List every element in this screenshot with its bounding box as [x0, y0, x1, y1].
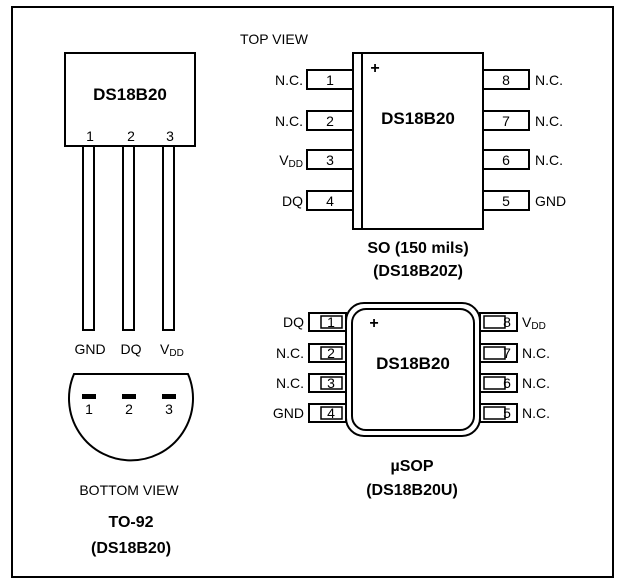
usop-pin-7-number: 7: [503, 345, 511, 361]
so-pin1-marker: +: [370, 60, 379, 77]
to92-pin-number-2: 2: [127, 128, 135, 144]
usop-pin-3-name: N.C.: [276, 375, 304, 391]
so-pin-7-number: 7: [502, 113, 510, 129]
so-pin-7-name: N.C.: [535, 113, 563, 129]
to92-package: DS18B20 1 2 3 GND DQ VDD 1 2 3 BOTTOM VI…: [64, 52, 196, 557]
so-pin-3: [306, 149, 354, 170]
to92-variant-label: (DS18B20): [91, 540, 171, 557]
so-pin-1-number: 1: [326, 72, 334, 88]
usop-pin-2-number: 2: [327, 345, 335, 361]
so-pin-8-name: N.C.: [535, 72, 563, 88]
usop-pin-1-number: 1: [327, 314, 335, 330]
so-pin-3-name: VDD: [279, 152, 303, 170]
usop-pin-5-number: 5: [503, 405, 511, 421]
usop-pin1-marker: +: [369, 315, 378, 332]
so-pin-2-name: N.C.: [275, 113, 303, 129]
usop-pin-8-number: 8: [503, 314, 511, 330]
usop-pin-3-inner: [320, 376, 343, 390]
so-part-label: DS18B20: [381, 109, 455, 128]
so-pin-6-name: N.C.: [535, 152, 563, 168]
to92-pin-name-gnd: GND: [74, 341, 105, 357]
to92-pin-number-1: 1: [86, 128, 94, 144]
to92-bottom-number-3: 3: [165, 401, 173, 417]
so-pin-5: [482, 190, 530, 211]
to92-pin-name-vdd: VDD: [160, 341, 184, 359]
usop-pin-7-name: N.C.: [522, 345, 550, 361]
usop-pin-8-name: VDD: [522, 314, 546, 332]
usop-part-label: DS18B20: [376, 354, 450, 373]
to92-bottom-number-1: 1: [85, 401, 93, 417]
so-pin-4-number: 4: [326, 193, 334, 209]
so-pin-1-name: N.C.: [275, 72, 303, 88]
usop-pin-6-inner: [483, 376, 506, 390]
to92-bottom-pad-3: [162, 394, 176, 399]
to92-bottom-pad-2: [122, 394, 136, 399]
usop-pin-5-inner: [483, 406, 506, 420]
to92-bottom-view-label: BOTTOM VIEW: [79, 482, 179, 498]
diagram-frame: [11, 6, 614, 578]
usop-pin-7-inner: [483, 346, 506, 360]
to92-package-label: TO-92: [108, 514, 153, 531]
so-pin-5-number: 5: [502, 193, 510, 209]
usop-pin-4-number: 4: [327, 405, 335, 421]
usop-pin-2-name: N.C.: [276, 345, 304, 361]
so-pin-6-number: 6: [502, 152, 510, 168]
so-pin-7: [482, 110, 530, 131]
so-package-label: SO (150 mils): [367, 240, 468, 257]
so-pin-5-name: GND: [535, 193, 566, 209]
usop-pin-6-number: 6: [503, 375, 511, 391]
to92-lead-3: [162, 145, 175, 331]
usop-pin-5-name: N.C.: [522, 405, 550, 421]
usop-pin-2-inner: [320, 346, 343, 360]
usop-package: + DS18B20 1 DQ 2 N.C. 3 N.C. 4 GND 8 VDD…: [273, 302, 550, 499]
to92-bottom-outline: [68, 373, 194, 462]
so-pin-6: [482, 149, 530, 170]
usop-pin-4-name: GND: [273, 405, 304, 421]
so-pin-4: [306, 190, 354, 211]
to92-pin-number-3: 3: [166, 128, 174, 144]
so-pin-4-name: DQ: [282, 193, 303, 209]
usop-body-inner: [351, 308, 475, 431]
to92-lead-1: [82, 145, 95, 331]
to92-bottom-number-2: 2: [125, 401, 133, 417]
so-pin-2: [306, 110, 354, 131]
so-pin-8: [482, 69, 530, 90]
usop-pin-1-inner: [320, 315, 343, 329]
so-variant-label: (DS18B20Z): [373, 263, 463, 280]
so-package: TOP VIEW + DS18B20 1 N.C. 2 N.C. 3 VDD 4…: [240, 31, 566, 280]
so-pin-2-number: 2: [326, 113, 334, 129]
usop-pin-1-name: DQ: [283, 314, 304, 330]
usop-variant-label: (DS18B20U): [366, 482, 458, 499]
to92-pin-name-dq: DQ: [121, 341, 142, 357]
so-pin-1: [306, 69, 354, 90]
to92-lead-2: [122, 145, 135, 331]
usop-pin-8-inner: [483, 315, 506, 329]
usop-pin-3-number: 3: [327, 375, 335, 391]
so-body: [352, 52, 484, 230]
usop-package-label: µSOP: [390, 458, 433, 475]
to92-bottom-pad-1: [82, 394, 96, 399]
top-view-label: TOP VIEW: [240, 31, 309, 47]
so-pin-3-number: 3: [326, 152, 334, 168]
so-pin-8-number: 8: [502, 72, 510, 88]
usop-pin-6-name: N.C.: [522, 375, 550, 391]
to92-part-label: DS18B20: [93, 85, 167, 104]
usop-pin-4-inner: [320, 406, 343, 420]
